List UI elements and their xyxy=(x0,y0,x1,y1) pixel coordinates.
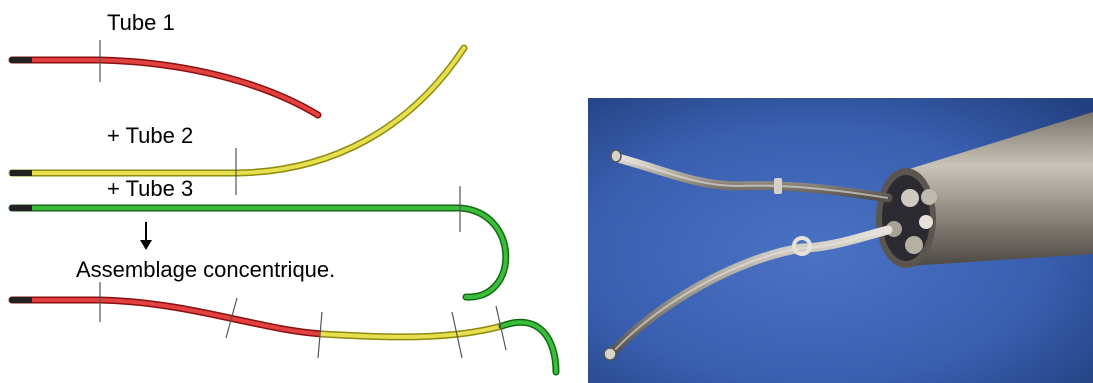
tube-1-label: Tube 1 xyxy=(107,10,175,35)
tube-3-label: + Tube 3 xyxy=(107,176,193,201)
tube-2 xyxy=(10,48,464,195)
arrow-down-icon xyxy=(140,222,152,250)
photo-drawing xyxy=(588,98,1093,383)
concentric-tube-diagram: Tube 1 + Tube 2 + Tube 3 Assemblage conc… xyxy=(0,0,580,383)
assembly-label: Assemblage concentrique. xyxy=(76,257,335,282)
tube-2-label: + Tube 2 xyxy=(107,123,193,148)
robot-tip-photo xyxy=(588,98,1093,383)
tube-1 xyxy=(10,40,318,115)
